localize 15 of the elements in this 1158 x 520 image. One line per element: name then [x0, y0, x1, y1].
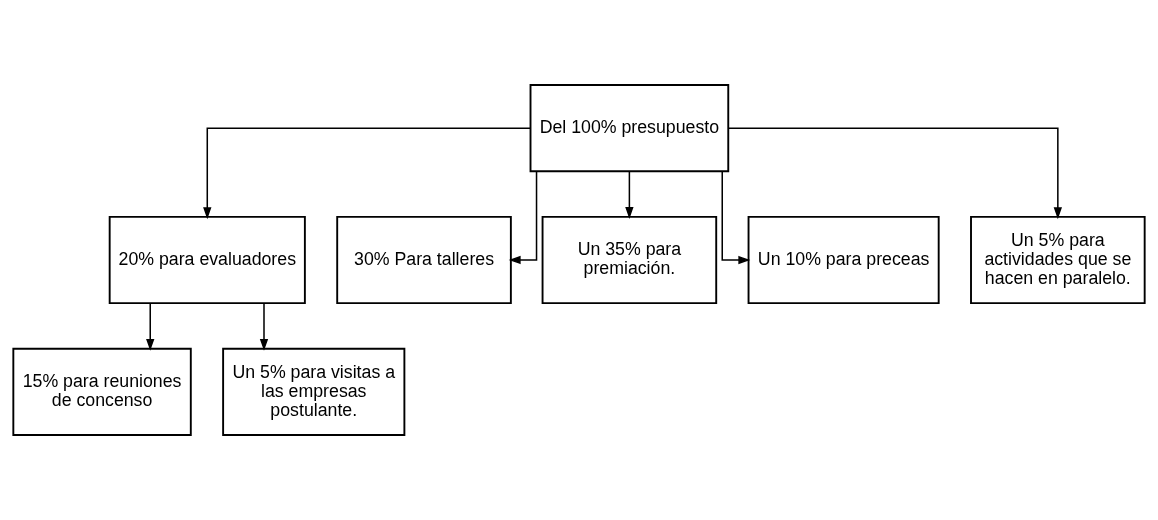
- arrow: [259, 302, 269, 351]
- node-box: Del 100% presupuesto: [529, 84, 730, 173]
- node-box: Un 5% para actividades que se hacen en paralelo.: [970, 215, 1146, 305]
- node-box: 15% para reuniones de concenso: [12, 347, 192, 436]
- arrow: [721, 170, 751, 265]
- arrow: [508, 170, 538, 265]
- node-box: Un 5% para visitas a las empresas postulante.: [222, 347, 406, 436]
- arrow: [146, 302, 155, 351]
- node-box: 20% para evaluadores: [108, 215, 306, 305]
- arrow: [203, 127, 532, 220]
- node-box: 30% Para talleres: [336, 215, 512, 305]
- node-box: Un 35% para premiación.: [541, 215, 718, 305]
- arrow: [625, 170, 634, 220]
- arrow: [728, 127, 1062, 220]
- node-box: Un 10% para preceas: [747, 215, 940, 305]
